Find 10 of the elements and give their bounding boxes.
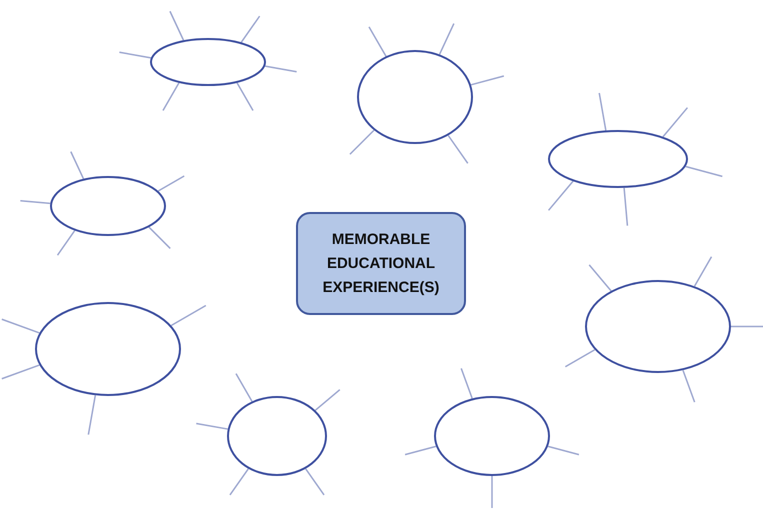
blank-ellipse (434, 396, 550, 476)
blank-ellipse (35, 302, 181, 396)
blank-ellipse (50, 176, 166, 236)
blank-ellipse (357, 50, 473, 144)
blank-ellipse (548, 130, 688, 188)
center-text: MEMORABLE EDUCATIONAL EXPERIENCE(S) (322, 230, 440, 298)
blank-ellipse (150, 38, 266, 86)
blank-ellipse (585, 280, 731, 373)
center-box (296, 212, 466, 315)
blank-ellipse (227, 396, 327, 476)
